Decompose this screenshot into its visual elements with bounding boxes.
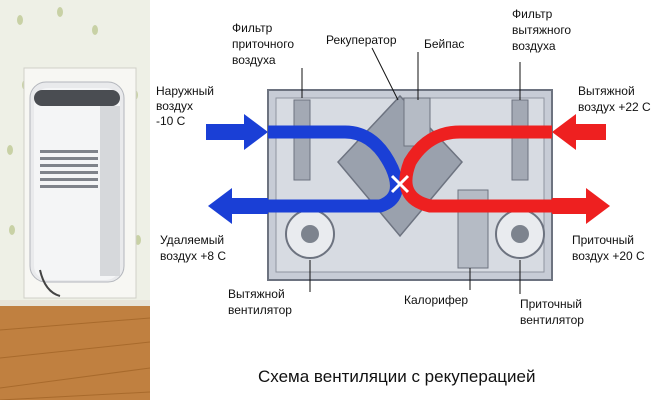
supply-fan-label: Приточный вентилятор [520, 297, 585, 327]
exhaust-filter [511, 99, 529, 181]
recuperator-label: Рекуператор [326, 33, 397, 47]
outdoor-air-arrow [206, 114, 268, 150]
supply-air-label: Приточный воздух +20 С [572, 233, 645, 263]
extract-air-label: Вытяжной воздух +22 С [578, 84, 651, 114]
wall-unit-photo [0, 0, 150, 400]
supply-fan [495, 209, 545, 259]
ventilation-diagram: Наружный воздух -10 С Фильтр приточного … [156, 7, 651, 386]
outdoor-air-label: Наружный воздух -10 С [156, 84, 217, 128]
supply-air-arrow [552, 188, 610, 224]
exhaust-fan-label: Вытяжной вентилятор [228, 287, 292, 317]
diagram-caption: Схема вентиляции с рекуперацией [258, 367, 535, 386]
discharged-air-label: Удаляемый воздух +8 С [160, 233, 227, 263]
warm-flow [399, 125, 552, 213]
bypass-label: Бейпас [424, 37, 464, 51]
heater-label: Калорифер [404, 293, 468, 307]
discharged-air-arrow [208, 188, 268, 224]
supply-filter [293, 99, 311, 181]
extract-air-arrow [552, 114, 606, 150]
supply-filter-label: Фильтр приточного воздуха [232, 21, 297, 67]
exhaust-fan [285, 209, 335, 259]
exhaust-filter-label: Фильтр вытяжного воздуха [512, 7, 574, 53]
